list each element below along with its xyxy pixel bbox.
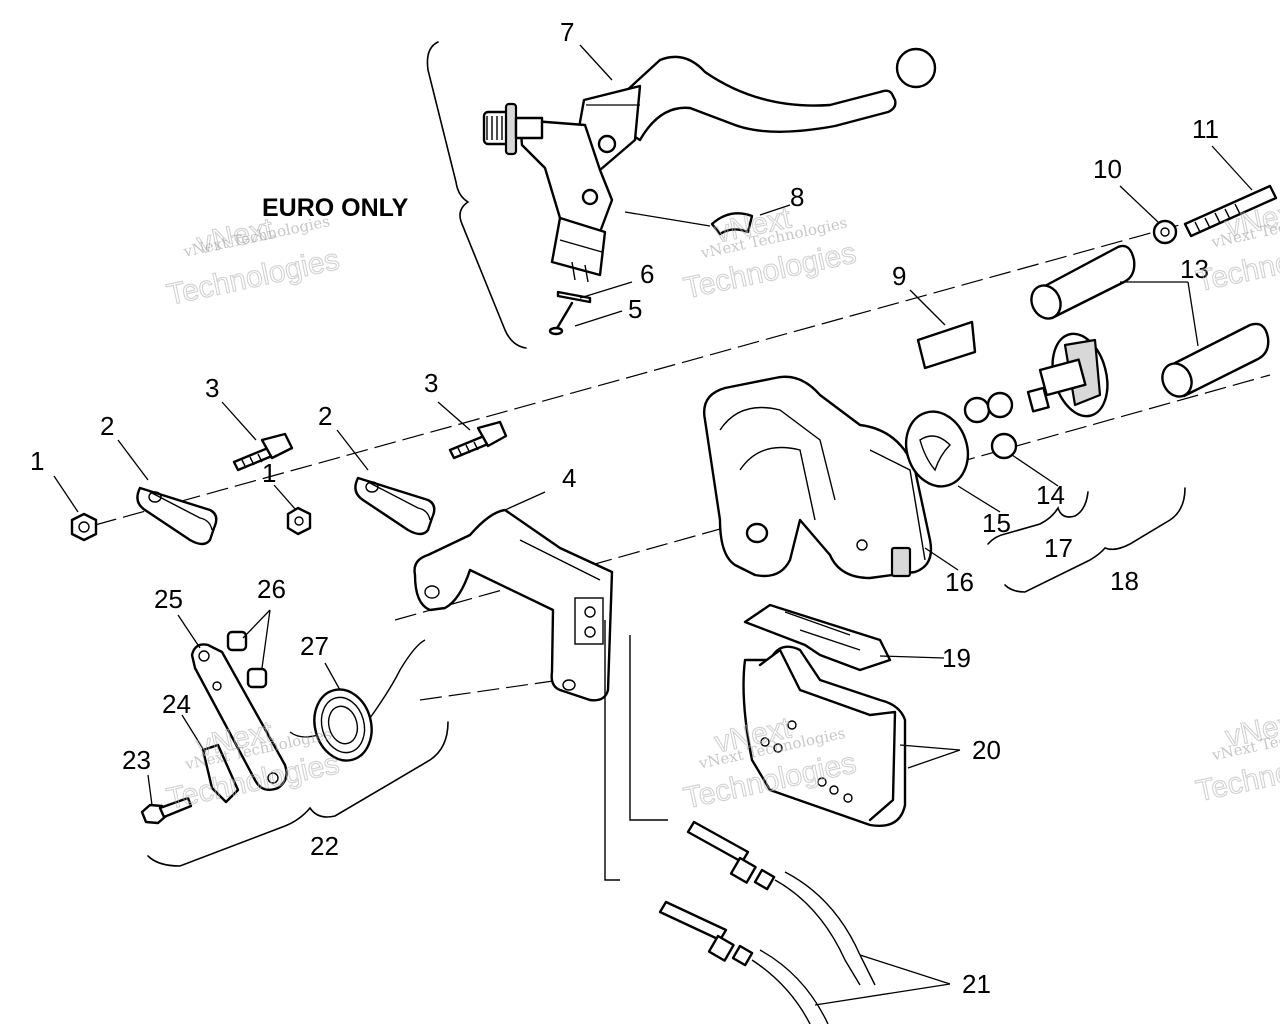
callout-labels: 1 1 2 2 3 3 4 5 6 7 8 9 10 11 13 14 15 1… [30, 17, 1219, 999]
clevis-right [354, 476, 436, 536]
shim-plate [916, 320, 977, 370]
callout-25: 25 [154, 584, 183, 614]
actuator-cam [904, 410, 970, 488]
callout-27: 27 [300, 631, 329, 661]
callout-21: 21 [962, 969, 991, 999]
bolt-right [448, 420, 508, 460]
callout-2b: 2 [318, 401, 332, 431]
brake-pads [742, 645, 907, 827]
sleeve-upper [1030, 244, 1136, 320]
nut-right [286, 506, 312, 536]
sleeve-lower [1161, 322, 1270, 398]
callout-3a: 3 [205, 373, 219, 403]
mounting-bracket [413, 508, 614, 702]
caliper-body [703, 375, 933, 580]
callout-1a: 1 [30, 446, 44, 476]
long-bolt [1183, 184, 1278, 238]
watermark-bottom-right: vNext Technologies vNext Technologies [1193, 705, 1280, 809]
callout-7: 7 [560, 17, 574, 47]
brace-17 [987, 491, 1089, 545]
nut-left [70, 512, 98, 542]
callout-10: 10 [1093, 154, 1122, 184]
watermark-top-center: vNext Technologies vNext Technologies [680, 201, 859, 306]
callout-23: 23 [122, 745, 151, 775]
callout-20: 20 [972, 735, 1001, 765]
euro-only-label: EURO ONLY [262, 194, 409, 222]
callout-22: 22 [310, 831, 339, 861]
callout-13: 13 [1180, 254, 1209, 284]
callout-24: 24 [162, 689, 191, 719]
watermark-top-left: vNext Technologies vNext Technologies [164, 212, 343, 313]
callout-11: 11 [1192, 114, 1219, 144]
callout-17: 17 [1044, 533, 1073, 563]
euro-screw [548, 301, 574, 336]
callout-15: 15 [982, 508, 1011, 538]
torsion-spring [289, 639, 426, 762]
leader-lines [53, 145, 1253, 1006]
screw-23 [140, 796, 193, 825]
callout-2a: 2 [100, 411, 114, 441]
callout-19: 19 [942, 643, 971, 673]
callout-4: 4 [562, 463, 576, 493]
callout-16: 16 [945, 567, 974, 597]
euro-clip [710, 212, 754, 236]
callout-14: 14 [1036, 480, 1065, 510]
callout-3b: 3 [424, 368, 438, 398]
washer [1152, 219, 1178, 245]
balls [963, 391, 1018, 460]
clevis-left [136, 486, 218, 546]
euro-bracket-brace [426, 41, 527, 349]
callout-1b: 1 [262, 458, 276, 488]
callout-9: 9 [892, 261, 906, 291]
brace-22 [147, 721, 449, 867]
pad-spring [743, 603, 892, 672]
callout-26: 26 [257, 574, 286, 604]
euro-pin [556, 290, 592, 304]
brace-18 [1004, 487, 1186, 593]
callout-8: 8 [790, 182, 804, 212]
euro-leaders [574, 44, 791, 327]
brake-lever-assembly [482, 47, 937, 283]
brake-cables [604, 620, 876, 1024]
bolt-left [232, 432, 294, 472]
lock-tab [201, 743, 240, 804]
callout-6: 6 [640, 259, 654, 289]
callout-5: 5 [628, 294, 642, 324]
bushings [226, 630, 268, 689]
actuator-shaft [1026, 332, 1109, 418]
callout-18: 18 [1110, 566, 1139, 596]
